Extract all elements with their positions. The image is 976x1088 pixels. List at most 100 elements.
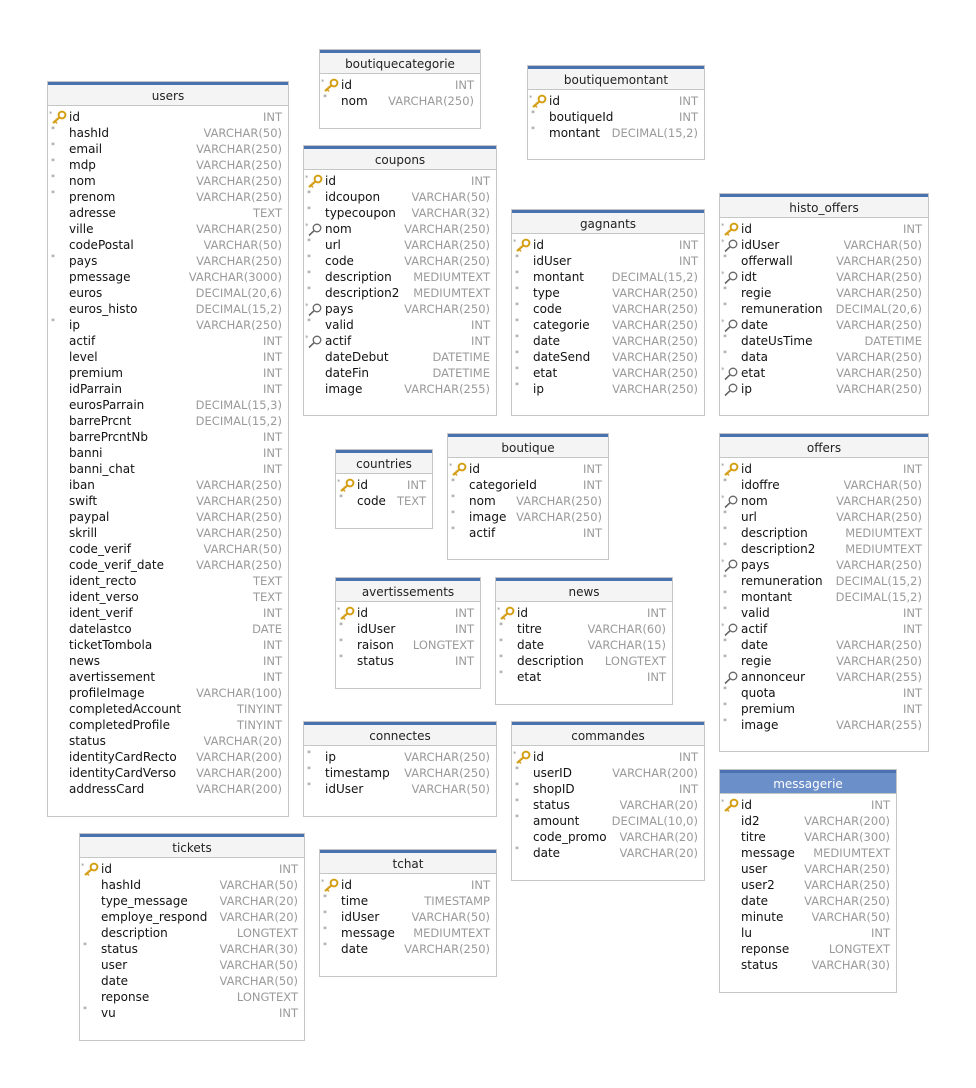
table-title[interactable]: messagerie [720, 770, 896, 794]
table-title[interactable]: offers [720, 434, 928, 458]
table-title[interactable]: boutique [448, 434, 608, 458]
table-title[interactable]: tickets [80, 834, 304, 858]
table-title[interactable]: boutiquemontant [528, 66, 704, 90]
table-title[interactable]: avertissements [336, 578, 480, 602]
table-title[interactable]: histo_offers [720, 194, 928, 218]
